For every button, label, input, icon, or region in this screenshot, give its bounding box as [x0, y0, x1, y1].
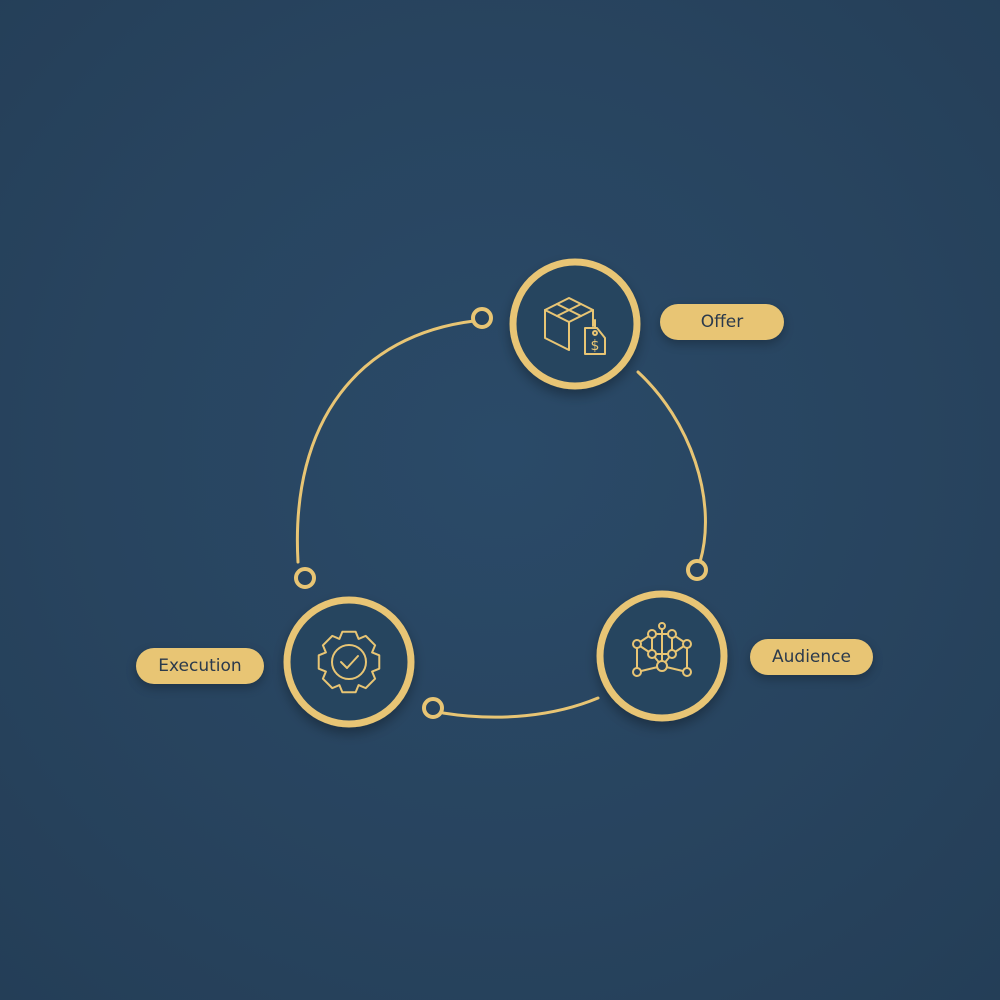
gear-check-icon [317, 630, 381, 694]
node-execution [283, 596, 415, 728]
node-audience [596, 590, 728, 722]
node-offer: $ [509, 258, 641, 390]
label-audience: Audience [750, 639, 873, 675]
connector-dot-execution [294, 567, 316, 589]
arc-audience-to-execution [441, 696, 600, 719]
arc-offer-to-audience [636, 370, 707, 564]
connector-dot-bottom [422, 697, 444, 719]
box-price-tag-icon: $ [544, 297, 606, 355]
connector-dot-audience [686, 559, 708, 581]
connector-dot-offer [471, 307, 493, 329]
svg-text:$: $ [591, 338, 600, 354]
network-nodes-icon [632, 622, 692, 677]
label-execution: Execution [136, 648, 264, 684]
arc-execution-to-offer [295, 319, 476, 564]
label-offer: Offer [660, 304, 784, 340]
